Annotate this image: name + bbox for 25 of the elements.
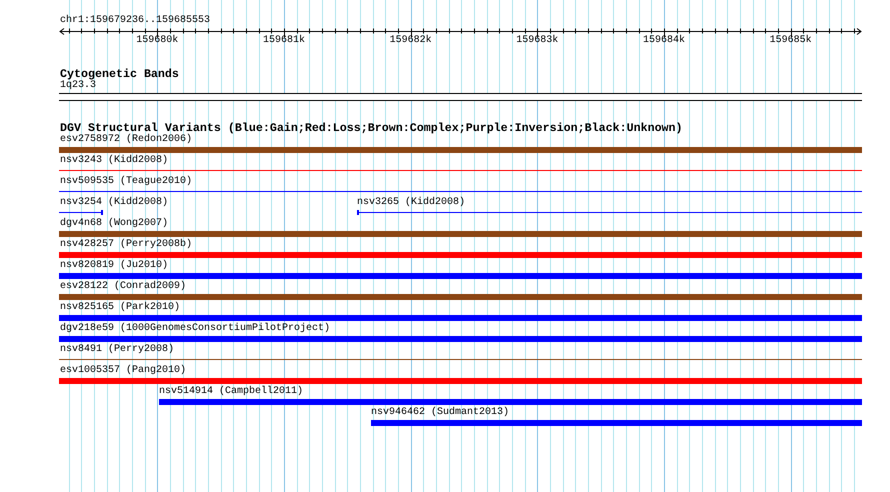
variant-label: esv28122 (Conrad2009) <box>60 282 186 292</box>
variant-label: nsv3254 (Kidd2008) <box>60 198 168 208</box>
tick-label: 159681k <box>262 36 305 46</box>
tick-label: 159684k <box>642 36 685 46</box>
variant-label: nsv946462 (Sudmant2013) <box>371 408 510 418</box>
variant-label: nsv3265 (Kidd2008) <box>357 198 466 208</box>
variant-label: nsv8491 (Perry2008) <box>60 345 174 355</box>
tick-label: 159680k <box>136 36 178 46</box>
variant-label: nsv514914 (Campbell2011) <box>159 387 304 397</box>
track-heading: DGV Structural Variants (Blue:Gain;Red:Loss;Brown:Complex;Purple:Inversion;Black:Unknown) <box>60 122 683 134</box>
variant-label: esv1005357 (Pang2010) <box>60 366 186 376</box>
variant-label: dgv218e59 (1000GenomesConsortiumPilotProject) <box>60 324 330 334</box>
variant-label: nsv509535 (Teague2010) <box>60 177 192 187</box>
variant-label: nsv3243 (Kidd2008) <box>60 156 168 166</box>
variant-label: nsv825165 (Park2010) <box>60 303 180 313</box>
variant-label: nsv820819 (Ju2010) <box>60 261 168 271</box>
variant-label: nsv428257 (Perry2008b) <box>60 240 192 250</box>
variant-label: esv2758972 (Redon2006) <box>60 135 192 145</box>
variant-label: dgv4n68 (Wong2007) <box>60 219 168 229</box>
band-label: 1q23.3 <box>60 81 96 91</box>
tick-label: 159685k <box>770 36 812 46</box>
tick-label: 159682k <box>390 36 432 46</box>
coordinate-label: chr1:159679236..159685553 <box>60 16 210 26</box>
track-heading: Cytogenetic Bands <box>60 68 179 80</box>
tick-label: 159683k <box>516 36 558 46</box>
